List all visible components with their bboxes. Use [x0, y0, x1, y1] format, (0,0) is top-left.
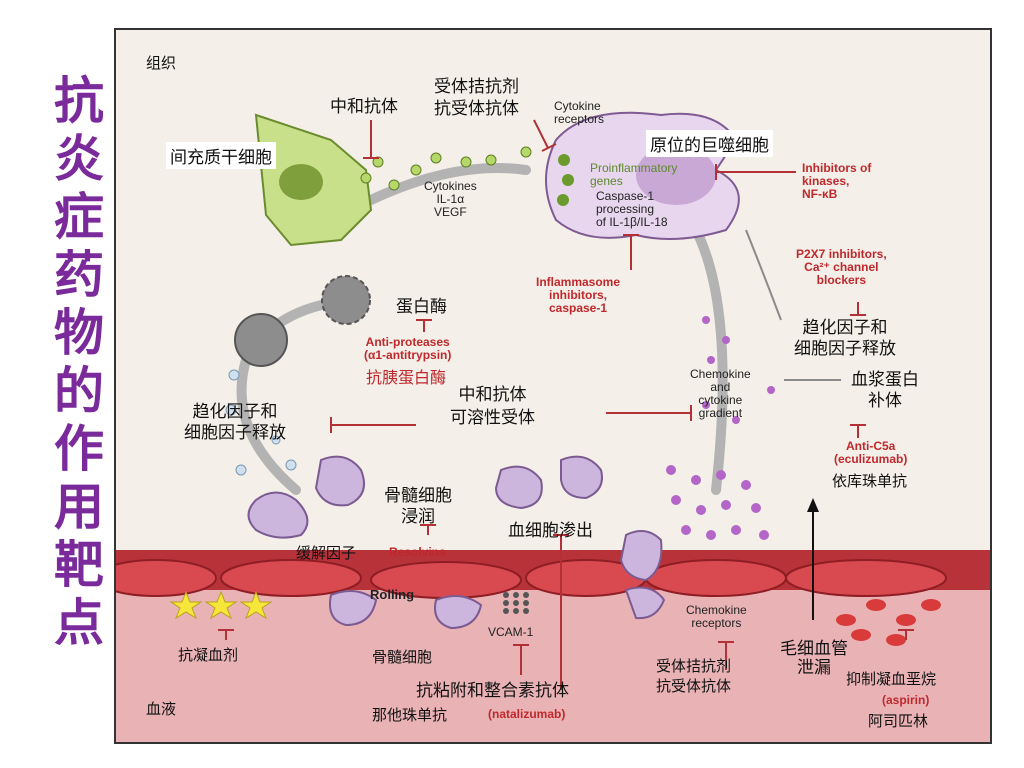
receptor-antagonist-bottom: 受体拮抗剂 抗受体抗体	[656, 657, 732, 695]
vcam-beads	[503, 592, 529, 614]
aspirin-label: (aspirin)	[882, 693, 930, 707]
resolvins-label: Resolvins	[389, 545, 446, 559]
receptor-glyphs	[557, 154, 574, 206]
leukocytes	[247, 455, 666, 630]
proinflammatory-genes: Proinflammatory genes	[590, 161, 678, 188]
chemokine-dots	[666, 316, 775, 540]
title-char: 用	[54, 477, 104, 536]
title-char: 症	[54, 187, 104, 246]
chemotactic-release-left: 趋化因子和 细胞因子释放	[184, 402, 286, 443]
p2x7-inhibitors: P2X7 inhibitors, Ca²⁺ channel blockers	[796, 247, 887, 287]
macrophage-label: 原位的巨噬细胞	[646, 130, 773, 157]
inflammasome-inhibitors: Inflammasome inhibitors, caspase-1	[536, 275, 621, 315]
cytokine-dots	[360, 146, 532, 191]
title-char: 抗	[54, 71, 104, 130]
capillary-leak-arrow	[807, 498, 819, 620]
receptor-antagonist-top: 受体拮抗剂 抗受体抗体	[434, 77, 519, 119]
cytokines-label: Cytokines IL-1α VEGF	[424, 179, 477, 219]
anti-c5a: Anti-C5a (eculizumab)	[834, 439, 908, 466]
plasma-complement: 血浆蛋白 补体	[851, 370, 919, 411]
title-char: 点	[54, 593, 104, 652]
title-char: 物	[54, 303, 104, 362]
small-vesicles	[225, 369, 297, 476]
stem-cell-nucleus	[279, 164, 323, 200]
rolling-label: Rolling	[370, 587, 415, 602]
natalizumab-label: (natalizumab)	[488, 707, 566, 721]
marrow-infiltration: 骨髓细胞 浸润	[384, 486, 452, 527]
title-char: 药	[54, 245, 104, 304]
mesenchymal-label: 间充质干细胞	[166, 142, 276, 169]
anticoagulant: 抗凝血剂	[178, 646, 239, 664]
tissue-label: 组织	[146, 54, 177, 72]
diagram-graphics	[116, 111, 990, 742]
protease-label: 蛋白酶	[396, 297, 447, 317]
protease-cell-small	[321, 275, 371, 325]
macrophage-nucleus	[636, 145, 716, 205]
marrow-cell: 骨髓细胞	[372, 648, 433, 666]
kinase-inhibitors: Inhibitors of kinases, NF-κB	[802, 161, 872, 201]
thrombus-inhibit: 抑制凝血垩烷	[846, 670, 937, 688]
title-char: 作	[54, 419, 104, 478]
title-char: 的	[54, 361, 104, 420]
title-char: 炎	[54, 129, 104, 188]
vertical-title: 抗炎症药物的作用靶点	[44, 72, 114, 652]
chemotactic-release-right: 趋化因子和 细胞因子释放	[794, 318, 896, 359]
natalizumab-zh: 那他珠单抗	[372, 706, 448, 724]
red-blood-cells	[836, 599, 941, 646]
inhibitor-lines	[218, 119, 914, 690]
eculizumab-zh: 依库珠单抗	[832, 472, 908, 490]
leukocyte-extravasation: 血细胞渗出	[508, 521, 593, 541]
resolving-factor: 缓解因子	[296, 544, 357, 562]
blood-label: 血液	[146, 700, 177, 718]
thin-arrows	[745, 229, 841, 381]
diagram-panel: 组织 血液 间充质干细胞 中和抗体 受体拮抗剂 抗受体抗体 Cytokine r…	[114, 28, 992, 744]
neutralizing-soluble: 中和抗体 可溶性受体	[450, 385, 535, 428]
endothelial-cells	[116, 559, 947, 599]
aspirin-zh: 阿司匹林	[868, 712, 929, 730]
platelet-stars	[169, 590, 273, 620]
vcam-label: VCAM-1	[488, 625, 534, 639]
anti-trypsin-zh: 抗胰蛋白酶	[366, 368, 447, 387]
protease-cell-large	[234, 313, 288, 367]
caspase-label: Caspase-1 processing of IL-1β/IL-18	[596, 189, 668, 229]
cytokine-receptors-label: Cytokine receptors	[554, 99, 605, 126]
capillary-leak: 毛细血管 泄漏	[780, 639, 848, 678]
neutralizing-ab-top: 中和抗体	[330, 97, 398, 117]
anti-proteases: Anti-proteases (α1-antitrypsin)	[364, 335, 452, 362]
chemokine-receptors-label: Chemokine receptors	[686, 603, 747, 630]
anti-adhesion: 抗粘附和整合素抗体	[416, 681, 569, 701]
chemokine-gradient: Chemokine and cytokine gradient	[690, 367, 751, 420]
title-char: 靶	[54, 535, 104, 594]
